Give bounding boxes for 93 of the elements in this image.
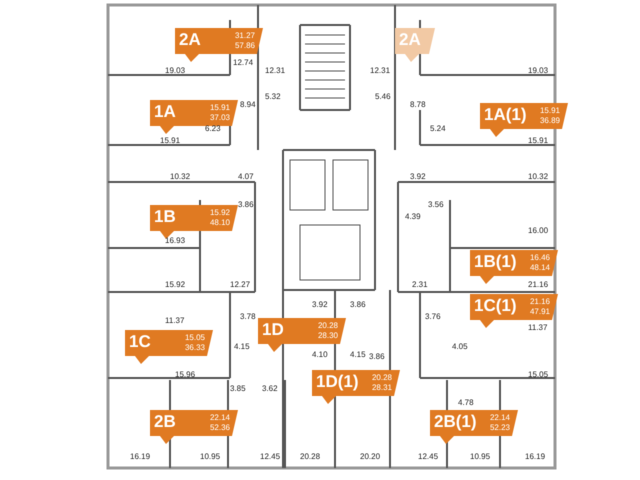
- area-label: 20.28: [318, 321, 338, 330]
- room-area-label: 10.95: [200, 452, 220, 461]
- room-area-label: 10.95: [470, 452, 490, 461]
- room-area-label: 5.32: [265, 92, 281, 101]
- area-label: 16.46: [530, 253, 550, 262]
- room-area-label: 12.45: [418, 452, 438, 461]
- room-area-label: 3.56: [428, 200, 444, 209]
- area-label: 22.14: [210, 413, 230, 422]
- apartment-type-label: 2A: [399, 30, 421, 50]
- room-area-label: 8.78: [410, 100, 426, 109]
- area-label: 57.86: [234, 41, 255, 50]
- area-label: 22.14: [490, 413, 510, 422]
- room-area-label: 6.23: [205, 124, 221, 133]
- area-label: 15.91: [540, 106, 560, 115]
- area-label: 48.10: [210, 218, 230, 227]
- room-area-label: 3.62: [262, 384, 278, 393]
- apartment-tag: [430, 410, 518, 444]
- apartment-type-label: 2A: [179, 30, 201, 50]
- room-area-label: 3.86: [369, 352, 385, 361]
- apartment-tag: [480, 103, 568, 137]
- room-area-label: 3.85: [230, 384, 246, 393]
- room-area-label: 15.96: [175, 370, 196, 379]
- apartment-type-label: 1D(1): [316, 372, 359, 392]
- apartment-type-label: 2B: [154, 412, 176, 432]
- room-area-label: 4.05: [452, 342, 468, 351]
- room-area-label: 12.27: [230, 280, 250, 289]
- area-label: 28.30: [318, 331, 338, 340]
- room-area-label: 4.07: [238, 172, 254, 181]
- room-area-label: 12.45: [260, 452, 280, 461]
- apartment-tag: [312, 370, 400, 404]
- area-label: 47.91: [530, 307, 550, 316]
- room-area-label: 4.78: [458, 398, 474, 407]
- room-area-label: 3.92: [410, 172, 426, 181]
- apartment-tag: [258, 318, 346, 352]
- room-area-label: 4.10: [312, 350, 328, 359]
- apartment-type-label: 1A(1): [484, 105, 527, 125]
- apartment-type-label: 1C: [129, 332, 151, 352]
- room-area-label: 16.19: [130, 452, 150, 461]
- apartment-type-label: 2B(1): [434, 412, 477, 432]
- area-label: 36.89: [540, 116, 560, 125]
- room-area-label: 3.86: [238, 200, 254, 209]
- room-area-label: 4.15: [350, 350, 366, 359]
- apartment-tag: [125, 330, 213, 364]
- room-area-label: 16.19: [525, 452, 546, 461]
- apartment-tag: [150, 410, 238, 444]
- room-area-label: 19.03: [165, 66, 186, 75]
- apartment-type-label: 1A: [154, 102, 176, 122]
- area-label: 31.27: [234, 31, 255, 40]
- area-label: 52.23: [490, 423, 510, 432]
- room-area-label: 3.92: [312, 300, 328, 309]
- area-label: 36.33: [184, 343, 205, 352]
- room-area-label: 15.05: [528, 370, 548, 379]
- room-area-label: 12.74: [233, 58, 254, 67]
- room-area-label: 21.16: [528, 280, 548, 289]
- room-area-label: 5.24: [430, 124, 446, 133]
- apartment-tag: [150, 100, 238, 134]
- area-label: 15.05: [184, 333, 205, 342]
- room-area-label: 2.31: [412, 280, 428, 289]
- room-area-label: 16.00: [528, 226, 548, 235]
- room-area-label: 11.37: [528, 323, 548, 332]
- room-area-label: 3.76: [425, 312, 441, 321]
- area-label: 52.36: [210, 423, 230, 432]
- room-area-label: 12.31: [370, 66, 390, 75]
- apartment-type-label: 1D: [262, 320, 284, 340]
- area-label: 15.92: [210, 208, 230, 217]
- room-area-label: 15.92: [165, 280, 186, 289]
- room-area-label: 4.39: [405, 212, 421, 221]
- area-label: 37.03: [210, 113, 230, 122]
- apartment-tag: [150, 205, 238, 239]
- apartment-type-label: 1B(1): [474, 252, 517, 272]
- area-label: 21.16: [530, 297, 550, 306]
- room-area-label: 15.91: [160, 136, 180, 145]
- area-label: 15.91: [210, 103, 230, 112]
- apartment-type-label: 1B: [154, 207, 176, 227]
- area-label: 20.28: [372, 373, 392, 382]
- room-area-label: 20.28: [300, 452, 320, 461]
- room-area-label: 20.20: [360, 452, 380, 461]
- room-area-label: 10.32: [170, 172, 190, 181]
- room-area-label: 16.93: [165, 236, 186, 245]
- room-area-label: 12.31: [265, 66, 286, 75]
- area-label: 28.31: [372, 383, 392, 392]
- room-area-label: 8.94: [240, 100, 256, 109]
- room-area-label: 19.03: [528, 66, 548, 75]
- room-area-label: 3.86: [350, 300, 366, 309]
- room-area-label: 5.46: [375, 92, 391, 101]
- room-area-label: 15.91: [528, 136, 548, 145]
- apartment-tag: [395, 28, 435, 62]
- room-area-label: 10.32: [528, 172, 548, 181]
- room-area-label: 4.15: [234, 342, 250, 351]
- room-area-label: 11.37: [165, 316, 184, 325]
- apartment-type-label: 1C(1): [474, 296, 517, 316]
- room-area-label: 3.78: [240, 312, 256, 321]
- area-label: 48.14: [530, 263, 550, 272]
